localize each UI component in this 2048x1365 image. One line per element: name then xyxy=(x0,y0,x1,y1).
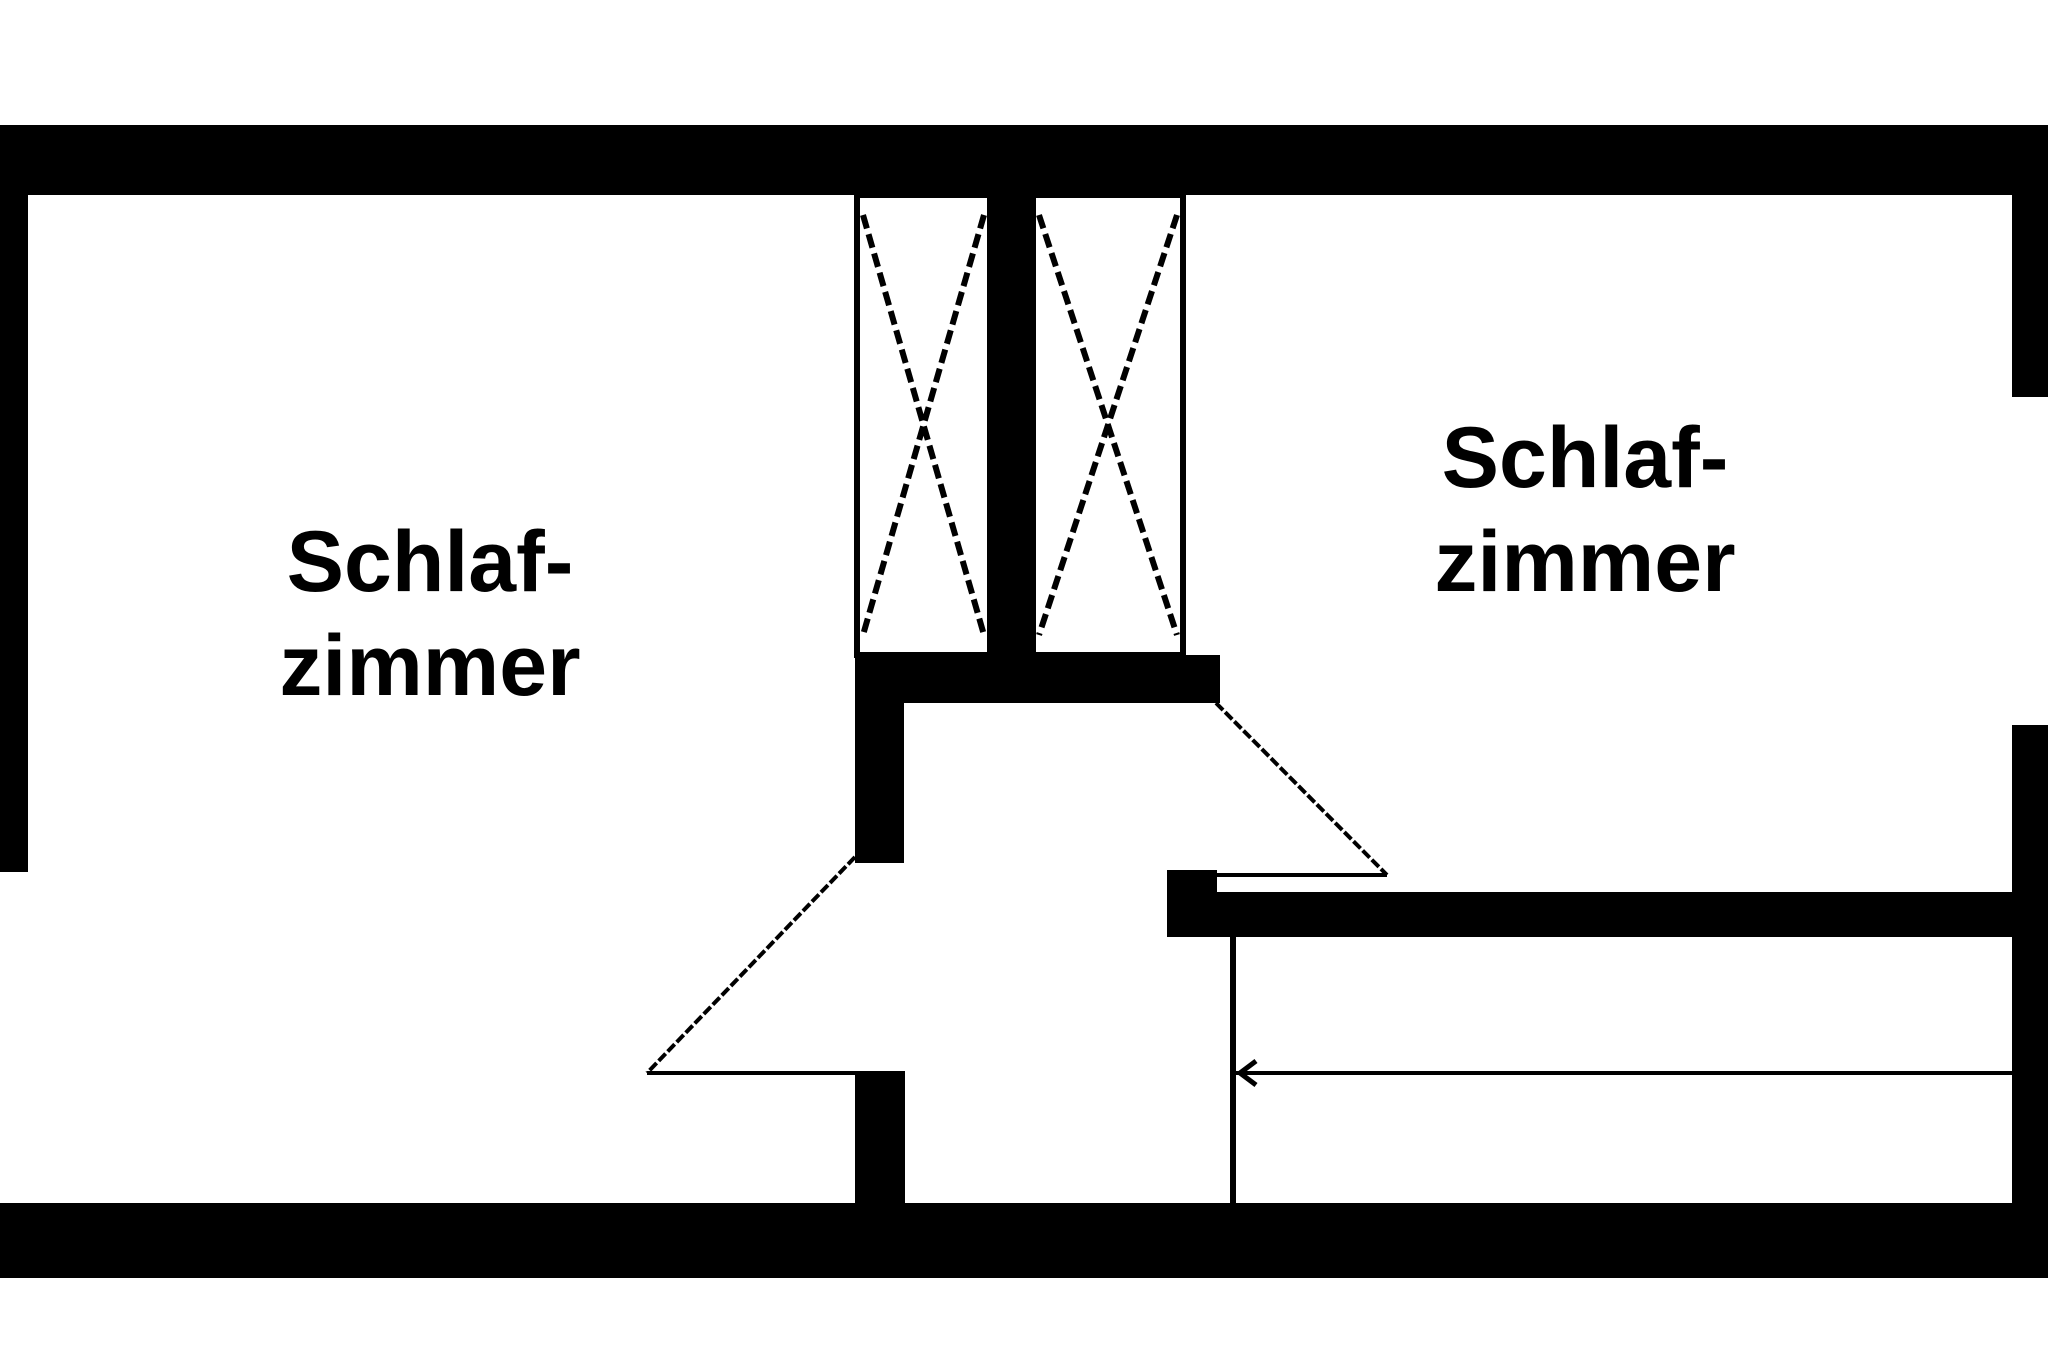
shaft-cross-icon xyxy=(860,214,987,636)
room-label-bedroom-right: Schlaf- zimmer xyxy=(1405,406,1765,614)
shaft-pillar xyxy=(990,195,1033,665)
room-label-line1: Schlaf- xyxy=(286,514,574,610)
right-wall-lower xyxy=(2012,725,2048,1278)
corridor-left-lower xyxy=(855,1072,905,1212)
shaft-base-bar xyxy=(855,655,1220,703)
left-wall xyxy=(0,125,28,872)
walls xyxy=(0,125,2048,1278)
right-wall-upper xyxy=(2012,125,2048,397)
room-label-line2: zimmer xyxy=(1434,514,1736,610)
right-room-divider xyxy=(1167,892,2027,937)
bottom-wall xyxy=(0,1203,2048,1278)
shaft-right xyxy=(1030,192,1186,658)
door-left-swing xyxy=(645,855,857,1075)
room-label-line2: zimmer xyxy=(279,618,581,714)
shafts xyxy=(854,192,1186,658)
corridor-left-upper xyxy=(855,655,904,863)
arrows xyxy=(1238,1059,1258,1087)
top-wall xyxy=(0,125,2048,195)
room-label-bedroom-left: Schlaf- zimmer xyxy=(250,510,610,718)
arrow-left-icon xyxy=(1238,1059,1258,1087)
door-right-swing xyxy=(1214,701,1389,877)
room-label-line1: Schlaf- xyxy=(1441,410,1729,506)
door-swings xyxy=(645,701,1389,1075)
thin-lines xyxy=(647,873,2013,1205)
shaft-left xyxy=(854,192,993,658)
